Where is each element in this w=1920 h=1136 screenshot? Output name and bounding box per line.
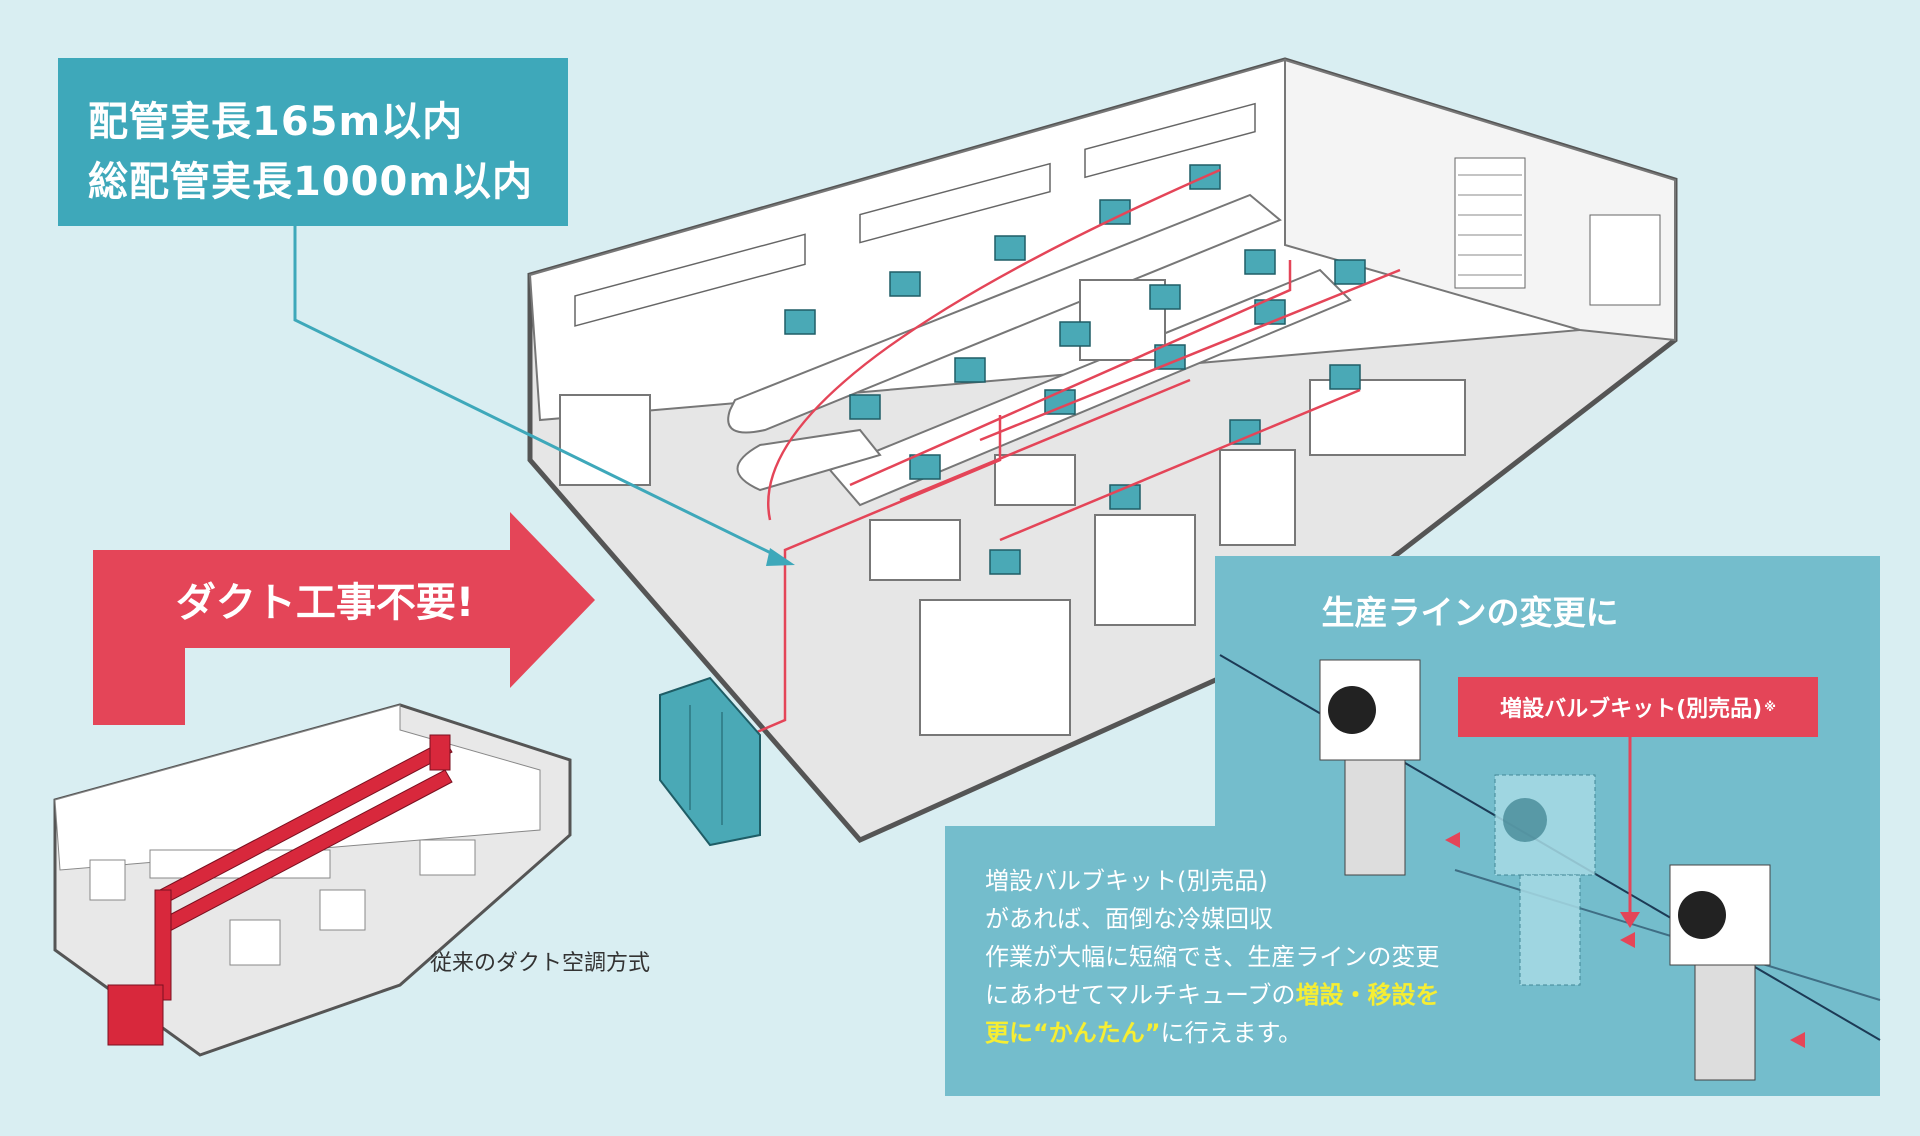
spec-leader-arrowhead	[766, 548, 795, 566]
panel-title: 生産ラインの変更に	[1321, 593, 1619, 632]
desc-line-5: 更に“かんたん”に行えます。	[985, 1014, 1515, 1052]
shutter-door	[1454, 157, 1526, 289]
outdoor-unit	[659, 676, 761, 847]
storage-shelf	[1589, 214, 1661, 306]
spec-line-2: 総配管実長1000m以内	[88, 159, 534, 205]
spec-line-1: 配管実長165m以内	[88, 99, 464, 145]
factory-illustration	[527, 57, 1678, 847]
refrigerant-piping	[749, 168, 1401, 737]
panel-description: 増設バルブキット(別売品) があれば、面倒な冷媒回収 作業が大幅に短縮でき、生産…	[985, 862, 1515, 1052]
spec-leader-line	[293, 226, 776, 557]
piping-spec-box: 配管実長165m以内 総配管実長1000m以内	[58, 58, 568, 226]
valve-kit-illustration	[1219, 654, 1881, 1081]
legacy-caption: 従来のダクト空調方式	[430, 951, 651, 976]
desc-line-2: があれば、面倒な冷媒回収	[985, 905, 1273, 933]
desc-line-3: 作業が大幅に短縮でき、生産ラインの変更	[985, 943, 1440, 971]
no-duct-arrow	[93, 512, 595, 725]
desc-line-4-text: にあわせてマルチキューブの	[985, 981, 1296, 1009]
legacy-duct-illustration	[53, 703, 572, 1057]
valve-kit-note-mark: ※	[1764, 700, 1776, 714]
desc-line-5-highlight: 更に“かんたん”	[985, 1019, 1161, 1047]
factory-windows	[574, 102, 1256, 327]
desc-line-4-highlight: 増設・移設を	[1295, 981, 1440, 1009]
machine-boxes	[559, 279, 1466, 736]
desc-line-5-text: に行えます。	[1160, 1019, 1303, 1047]
desc-line-4: にあわせてマルチキューブの増設・移設を	[985, 976, 1515, 1014]
valve-kit-label: 増設バルブキット(別売品)※	[1458, 677, 1818, 737]
desc-line-1: 増設バルブキット(別売品)	[985, 867, 1268, 895]
valve-kit-label-text: 増設バルブキット(別売品)	[1500, 697, 1763, 722]
kit-pointer	[1620, 737, 1640, 928]
no-duct-label: ダクト工事不要!	[175, 580, 475, 626]
